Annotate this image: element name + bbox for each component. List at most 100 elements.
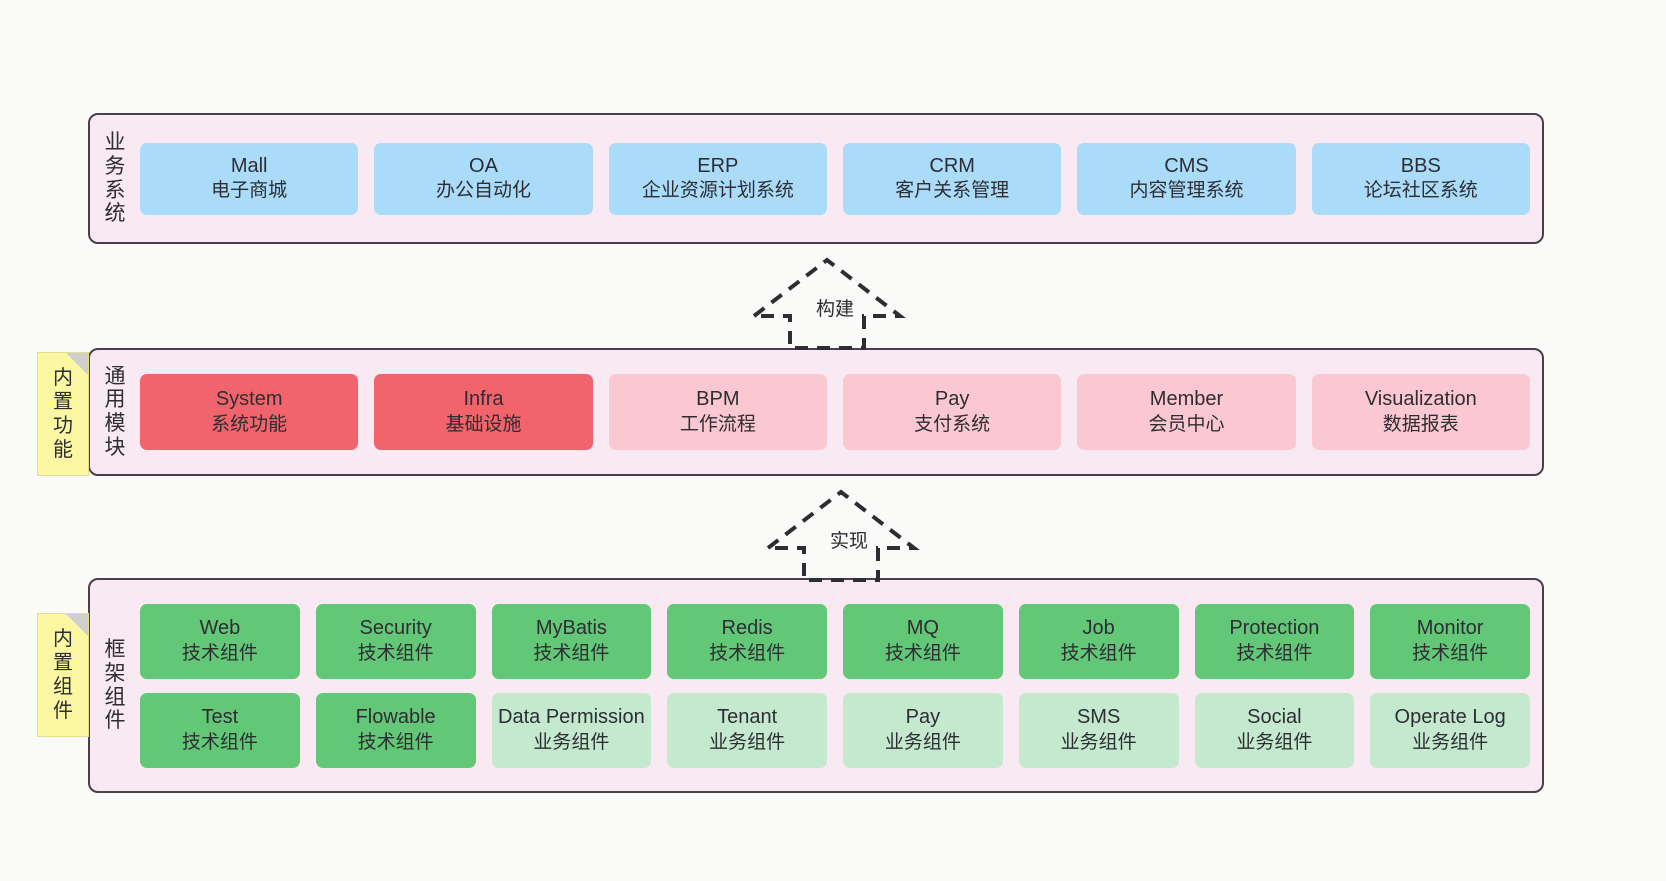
card-erp[interactable]: ERP 企业资源计划系统 [608, 142, 827, 215]
card-row: Mall 电子商城 OA 办公自动化 ERP 企业资源计划系统 CRM 客户关系管理 CMS 内容… [140, 142, 1530, 215]
card-title: Operate Log [1394, 706, 1506, 729]
card-subtitle: 系统功能 [211, 413, 288, 435]
sticky-note-char: 组 [53, 676, 73, 698]
sticky-note-char: 置 [53, 652, 73, 674]
card-subtitle: 技术组件 [1060, 642, 1137, 664]
card-subtitle: 业务组件 [533, 731, 610, 753]
card-title: Flowable [355, 706, 436, 729]
card-cms[interactable]: CMS 内容管理系统 [1077, 142, 1296, 215]
card-title: Pay [905, 706, 941, 729]
card-title: Mall [230, 154, 268, 177]
card-title: System [215, 388, 283, 411]
card-subtitle: 论坛社区系统 [1363, 180, 1478, 202]
card-subtitle: 业务组件 [709, 731, 786, 753]
card-subtitle: 企业资源计划系统 [641, 180, 794, 202]
card-subtitle: 业务组件 [1236, 731, 1313, 753]
arrow-build-icon [748, 257, 906, 350]
card-subtitle: 技术组件 [884, 642, 961, 664]
card-subtitle: 技术组件 [709, 642, 786, 664]
card-title: Tenant [717, 706, 778, 729]
card-subtitle: 技术组件 [1236, 642, 1313, 664]
layer-title-char: 模 [104, 412, 126, 435]
card-subtitle: 业务组件 [1060, 731, 1137, 753]
card-title: OA [469, 154, 498, 177]
sticky-note-char: 内 [53, 628, 73, 650]
card-title: MQ [906, 617, 939, 640]
card-title: Security [359, 617, 432, 640]
card-title: Redis [721, 617, 773, 640]
card-mall[interactable]: Mall 电子商城 [140, 142, 359, 215]
card-subtitle: 客户关系管理 [895, 180, 1010, 202]
card-subtitle: 办公自动化 [435, 180, 531, 202]
card-subtitle: 业务组件 [1412, 731, 1489, 753]
card-subtitle: 技术组件 [357, 731, 434, 753]
card-title: CMS [1164, 154, 1209, 177]
layer-title-char: 用 [104, 388, 126, 412]
layer-title-framework-components: 框架组件 [98, 590, 132, 781]
card-subtitle: 内容管理系统 [1129, 180, 1244, 202]
layer-title-char: 组 [104, 685, 126, 709]
card-title: Monitor [1416, 617, 1484, 640]
card-title: SMS [1076, 706, 1121, 729]
card-subtitle: 业务组件 [884, 731, 961, 753]
layer-title-char: 框 [104, 638, 126, 662]
layer-title-char: 务 [104, 154, 126, 178]
layer-title-char: 通 [104, 364, 126, 388]
card-crm[interactable]: CRM 客户关系管理 [842, 142, 1062, 215]
card-subtitle: 基础设施 [445, 413, 522, 435]
card-title: BBS [1400, 154, 1441, 177]
card-subtitle: 电子商城 [211, 180, 288, 202]
layer-title-char: 块 [104, 435, 126, 459]
card-title: Test [201, 706, 239, 729]
layer-title-common-modules: 通用模块 [98, 360, 132, 464]
card-subtitle: 技术组件 [181, 642, 258, 664]
card-title: Data Permission [498, 706, 645, 729]
card-subtitle: 支付系统 [914, 413, 991, 435]
card-title: Social [1247, 706, 1302, 729]
card-title: Visualization [1364, 388, 1477, 411]
sticky-note-char: 件 [53, 700, 73, 722]
layer-title-char: 件 [104, 709, 126, 733]
layer-title-char: 统 [104, 202, 126, 226]
card-subtitle: 技术组件 [357, 642, 434, 664]
layer-body-business-systems: Mall 电子商城 OA 办公自动化 ERP 企业资源计划系统 CRM 客户关系管理 CMS 内容… [132, 125, 1530, 232]
arrow-implement: 实现 [762, 489, 920, 582]
card-title: Member [1149, 388, 1224, 411]
arrow-build: 构建 [748, 257, 906, 350]
layer-title-business-systems: 业务系统 [98, 125, 132, 232]
card-title: CRM [929, 154, 975, 177]
card-bbs[interactable]: BBS 论坛社区系统 [1311, 142, 1530, 215]
card-oa[interactable]: OA 办公自动化 [374, 142, 593, 215]
card-title: ERP [697, 154, 739, 177]
sticky-note-char: 内 [53, 367, 73, 389]
sticky-note-builtin-functions: 内置功能 [37, 352, 89, 476]
card-subtitle: 技术组件 [181, 731, 258, 753]
card-title: Infra [463, 388, 504, 411]
